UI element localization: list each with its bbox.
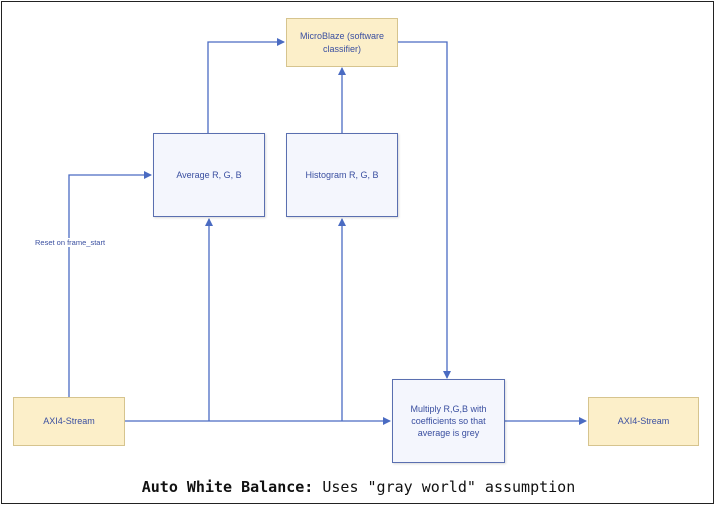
- node-axi-out-label: AXI4-Stream: [617, 416, 670, 427]
- node-microblaze: MicroBlaze (software classifier): [286, 18, 398, 67]
- edge-label-reset: Reset on frame_start: [34, 238, 107, 247]
- node-multiply: Multiply R,G,B with coefficients so that…: [392, 379, 505, 463]
- edge-reset-to-average: [68, 171, 152, 397]
- edge-microblaze-to-multiply: [398, 41, 451, 379]
- caption-text: Uses "gray world" assumption: [313, 478, 576, 496]
- edge-average-to-microblaze: [207, 38, 285, 133]
- node-histogram: Histogram R, G, B: [286, 133, 398, 217]
- caption-title: Auto White Balance:: [141, 478, 314, 496]
- node-axi-in: AXI4-Stream: [13, 397, 125, 446]
- node-microblaze-label: MicroBlaze (software classifier): [299, 31, 385, 54]
- diagram-caption: Auto White Balance: Uses "gray world" as…: [0, 478, 717, 496]
- node-axi-in-label: AXI4-Stream: [43, 416, 95, 427]
- node-axi-out: AXI4-Stream: [588, 397, 699, 446]
- node-average-label: Average R, G, B: [176, 169, 242, 180]
- node-histogram-label: Histogram R, G, B: [305, 169, 379, 180]
- node-multiply-label: Multiply R,G,B with coefficients so that…: [410, 403, 487, 439]
- node-average: Average R, G, B: [153, 133, 265, 217]
